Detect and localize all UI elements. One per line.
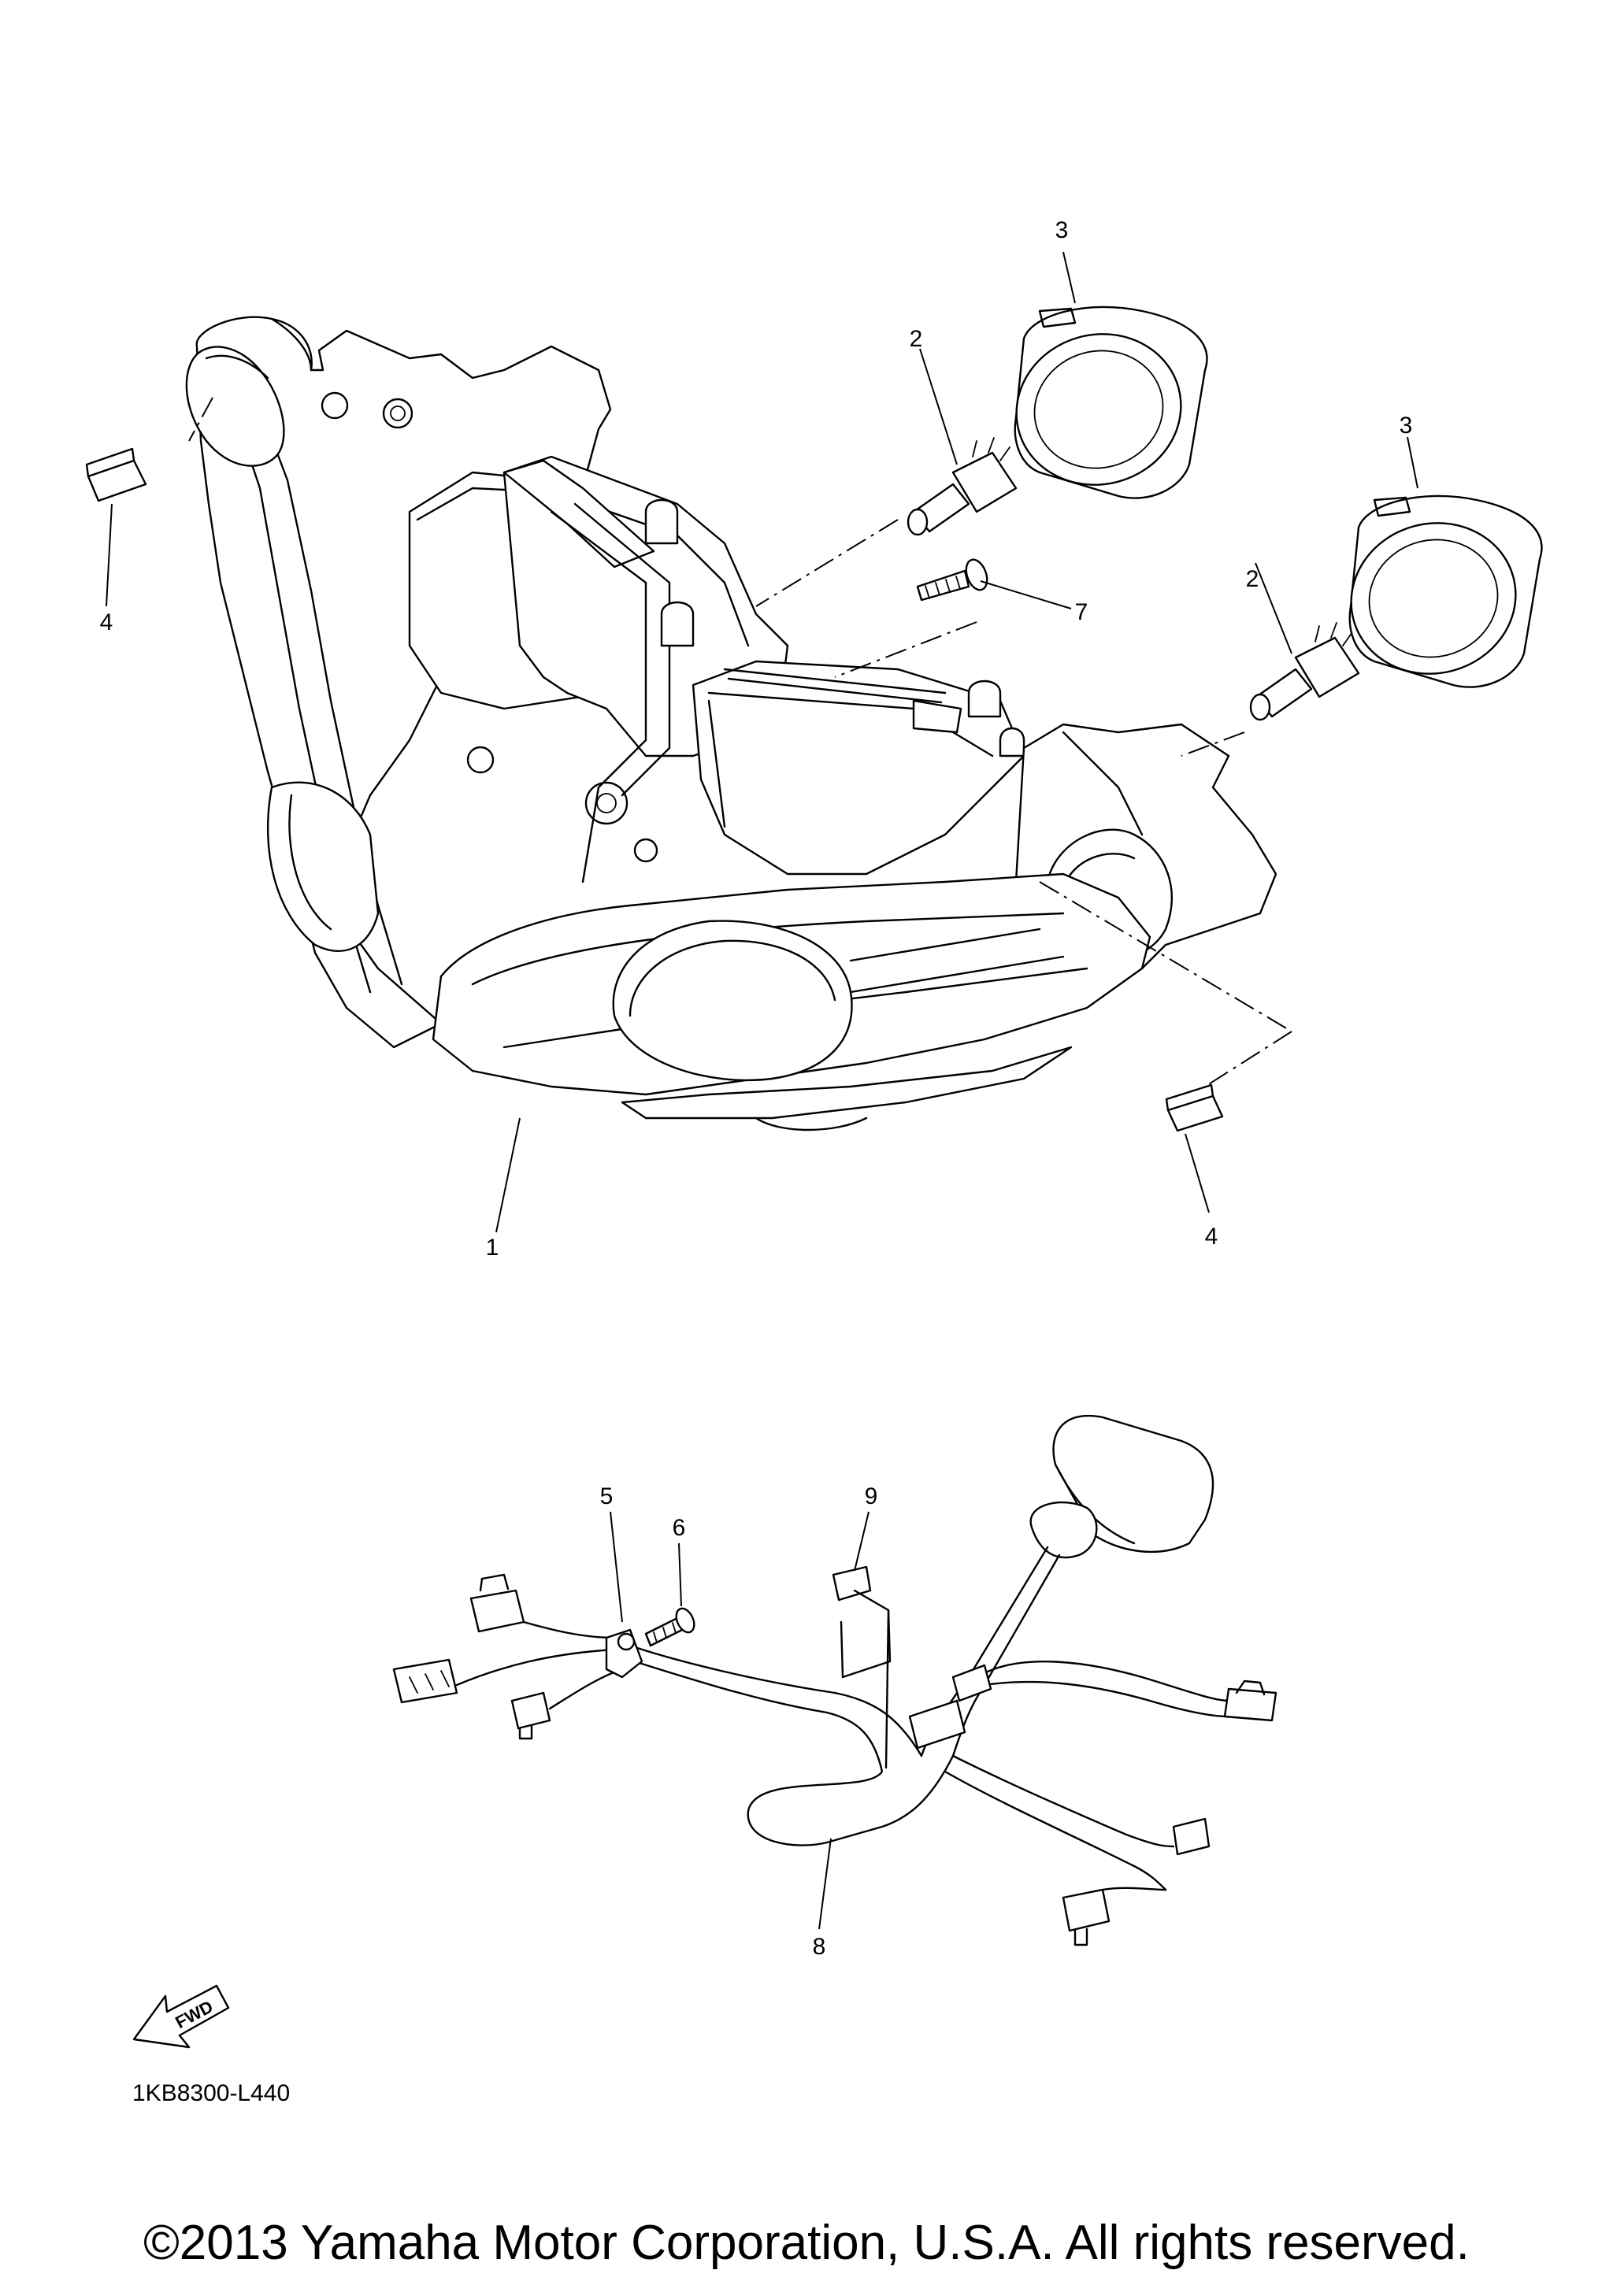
- callout-labels: 1 2 2 3 3 4 4 5 6 7 8 9: [100, 217, 1413, 1960]
- screw-headlight: [916, 558, 988, 602]
- wire-harness: [392, 1414, 1277, 1946]
- position-lamp-socket-right: [1165, 1083, 1224, 1132]
- position-lamp-socket-left: [85, 447, 147, 502]
- diagram-code: 1KB8300-L440: [132, 2080, 290, 2106]
- callout-position-lamp-socket-left: 4: [100, 609, 113, 635]
- fwd-arrow: FWD: [132, 1984, 230, 2049]
- bulb-cover-right: [1348, 494, 1543, 688]
- callout-bulb-cover-left: 3: [1055, 217, 1069, 243]
- callout-position-lamp-socket-right: 4: [1205, 1224, 1218, 1250]
- copyright-notice: ©2013 Yamaha Motor Corporation, U.S.A. A…: [143, 2216, 1470, 2270]
- bracket: [605, 1628, 643, 1679]
- bulb-cover-left: [1014, 306, 1208, 499]
- clip: [832, 1565, 892, 1769]
- callout-bulb-right: 2: [1246, 566, 1259, 592]
- callout-screw-harness: 6: [673, 1515, 686, 1541]
- assembly-guide-lines: [188, 397, 1292, 1087]
- screw-harness: [644, 1607, 695, 1647]
- callout-screw-headlight: 7: [1075, 599, 1088, 625]
- callout-bulb-left: 2: [910, 326, 923, 352]
- callout-clip: 9: [865, 1483, 878, 1509]
- callout-bulb-cover-right: 3: [1400, 413, 1413, 439]
- bulb-left: [907, 437, 1018, 536]
- leader-lines: [106, 251, 1418, 1930]
- callout-headlight-assembly: 1: [486, 1235, 499, 1261]
- headlight-assembly: [185, 316, 1277, 1131]
- callout-bracket: 5: [600, 1483, 614, 1509]
- callout-wire-harness: 8: [813, 1934, 826, 1960]
- bulb-right: [1249, 622, 1360, 721]
